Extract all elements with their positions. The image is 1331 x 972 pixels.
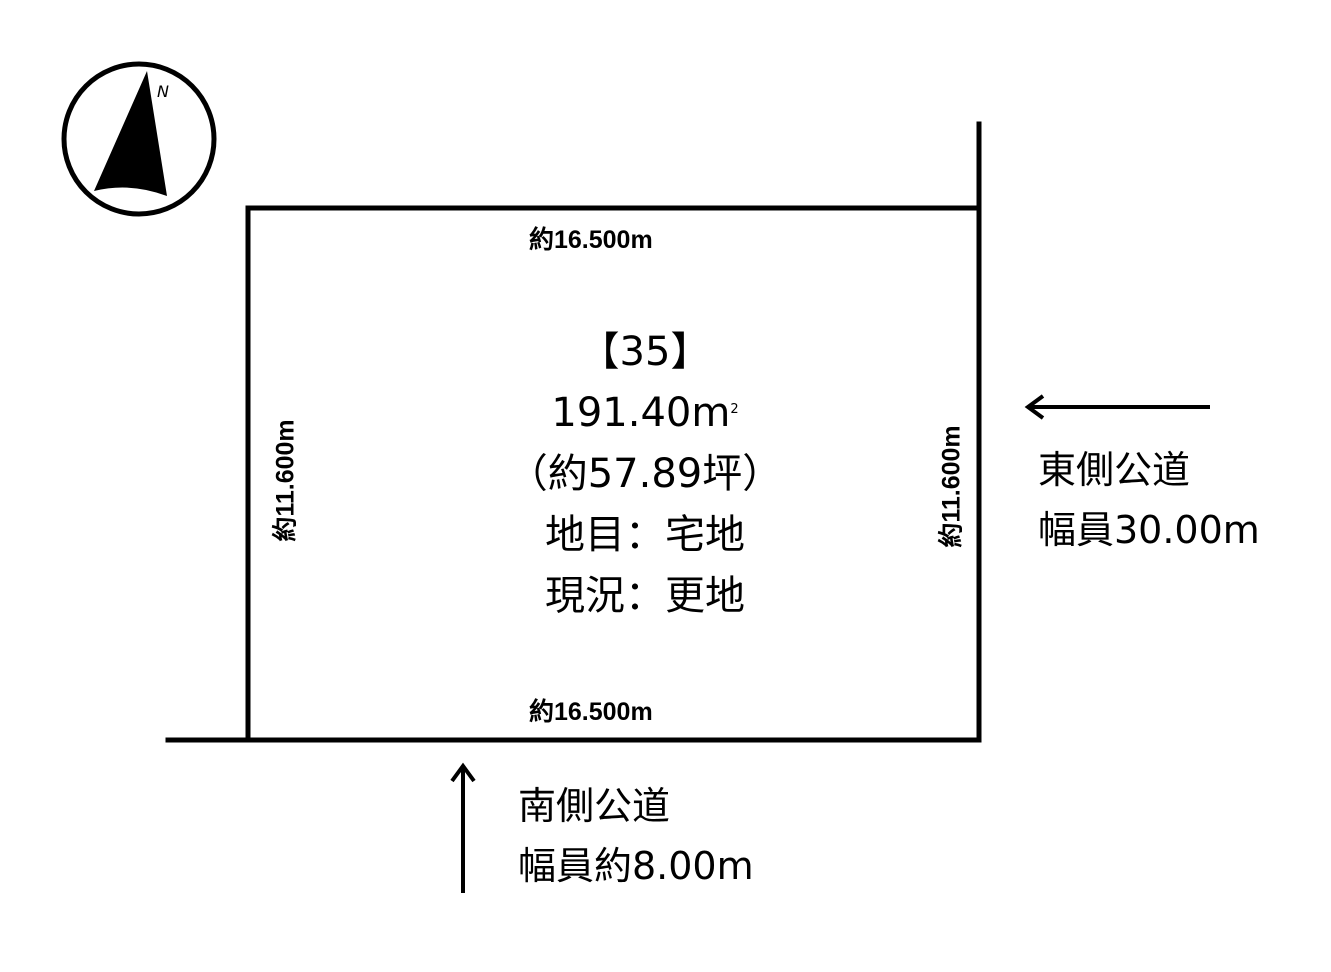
lot-area-unit-sup: 2 — [730, 402, 739, 417]
dimension-left: 約11.600m — [271, 419, 300, 542]
east-road-arrow-icon — [1024, 394, 1210, 420]
south-road-name: 南側公道 — [518, 784, 671, 828]
lot-area-tsubo: （約57.89坪） — [507, 451, 783, 497]
dimension-bottom: 約16.500m — [529, 698, 653, 726]
lot-boundary — [165, 121, 982, 743]
current-status: 現況：更地 — [545, 573, 745, 619]
lot-info: 【35】 191.40m2 （約57.89坪） 地目：宅地 現況：更地 — [440, 322, 850, 627]
lot-area-value: 191.40m — [551, 390, 731, 436]
land-category: 地目：宅地 — [545, 512, 745, 558]
south-road-arrow-icon — [450, 762, 476, 893]
dimension-right: 約11.600m — [937, 425, 966, 548]
south-road-label: 南側公道 幅員約8.00m — [518, 776, 754, 896]
north-compass-icon — [61, 61, 217, 217]
compass-north-label: N — [157, 82, 169, 101]
east-road-label: 東側公道 幅員30.00m — [1038, 440, 1260, 560]
south-road-width: 幅員約8.00m — [518, 844, 754, 888]
east-road-width: 幅員30.00m — [1038, 508, 1260, 552]
lot-area: 191.40m2 — [440, 383, 850, 444]
dimension-top: 約16.500m — [529, 226, 653, 254]
lot-number: 【35】 — [579, 329, 711, 375]
east-road-name: 東側公道 — [1038, 448, 1191, 492]
